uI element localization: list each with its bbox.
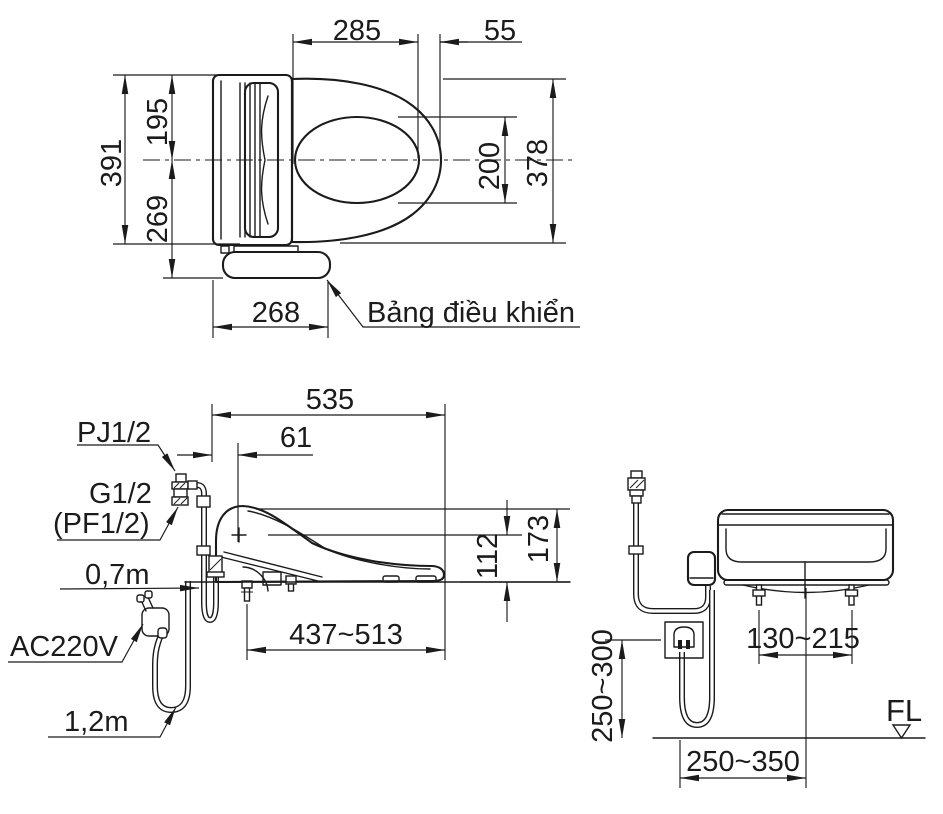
cord-length-label: 1,2m xyxy=(64,706,128,738)
rear-view: 250~300 130~215 250~350 FL xyxy=(587,470,926,788)
dim-250-350: 250~350 xyxy=(679,740,806,788)
rear-view-part xyxy=(627,470,926,788)
dim-378-text: 378 xyxy=(522,139,554,187)
dim-173: 173 xyxy=(256,508,570,583)
dim-535-text: 535 xyxy=(306,384,354,416)
dim-268-text: 268 xyxy=(252,297,300,329)
dim-535: 535 xyxy=(211,384,446,660)
floor-level-marker: FL xyxy=(886,693,922,740)
dim-250-300: 250~300 xyxy=(587,629,661,743)
dim-112-text: 112 xyxy=(472,533,504,579)
dim-61: 61 xyxy=(177,422,313,542)
dim-55-text: 55 xyxy=(484,15,516,47)
power-label: AC220V xyxy=(10,631,119,663)
side-view: 535 61 112 173 xyxy=(8,384,571,738)
rear-view-dimensions: 250~300 130~215 250~350 FL xyxy=(587,610,922,788)
hose-length-label: 0,7m xyxy=(85,559,149,591)
mounting-bolt-left xyxy=(752,584,766,606)
dim-130-215-text: 130~215 xyxy=(746,623,860,655)
dim-130-215: 130~215 xyxy=(746,610,860,664)
dim-378: 378 xyxy=(340,78,566,244)
dim-200-text: 200 xyxy=(474,142,506,190)
dim-195: 195 xyxy=(142,75,176,160)
dim-55: 55 xyxy=(439,15,522,150)
dim-269-text: 269 xyxy=(142,195,174,243)
drain-fitting xyxy=(285,575,297,592)
wall-outlet xyxy=(664,621,704,659)
dim-285-text: 285 xyxy=(333,15,381,47)
power-plug xyxy=(136,590,170,639)
floor-level-label: FL xyxy=(886,693,922,728)
g12-label: G1/2 xyxy=(89,478,152,510)
pf12-label: (PF1/2) xyxy=(53,508,150,540)
top-view: 285 55 391 195 xyxy=(96,15,580,338)
dim-437-513: 437~513 xyxy=(246,604,445,660)
dim-285: 285 xyxy=(292,15,419,164)
control-panel xyxy=(221,250,332,280)
mounting-bolt-right xyxy=(844,584,859,606)
power-callout: AC220V xyxy=(8,623,144,663)
rear-shutoff-valve xyxy=(627,470,646,504)
cord-length-callout: 1,2m xyxy=(48,706,177,738)
rear-water-hose xyxy=(633,503,711,614)
seat-opening xyxy=(293,115,421,205)
control-panel-label: Bảng điều khiển xyxy=(367,297,575,329)
dim-250-300-text: 250~300 xyxy=(587,629,619,743)
inlet-box xyxy=(686,550,717,587)
floor-level-icon xyxy=(891,724,912,740)
dim-250-350-text: 250~350 xyxy=(686,746,800,778)
dim-269: 269 xyxy=(142,160,223,279)
top-view-dimensions: 285 55 391 195 xyxy=(96,15,580,338)
pj12-callout: PJ1/2 xyxy=(77,417,176,472)
dim-200: 200 xyxy=(398,116,517,204)
lid-outline xyxy=(290,77,443,244)
dim-437-513-text: 437~513 xyxy=(289,619,403,651)
top-view-part xyxy=(143,73,572,280)
seat-profile xyxy=(214,504,446,584)
dim-61-text: 61 xyxy=(280,422,312,454)
g12-callout: G1/2 (PF1/2) xyxy=(53,478,179,541)
shutoff-valve xyxy=(171,473,198,506)
power-cord xyxy=(152,581,191,714)
dim-195-text: 195 xyxy=(142,98,174,146)
dim-391-text: 391 xyxy=(96,139,128,187)
side-view-dimensions: 535 61 112 173 xyxy=(8,384,570,738)
hose-length-callout: 0,7m xyxy=(59,559,200,592)
dim-173-text: 173 xyxy=(523,515,555,563)
side-view-part xyxy=(136,473,571,714)
dim-268: 268 xyxy=(212,280,329,338)
dim-112: 112 xyxy=(268,500,522,622)
fixing-bolt xyxy=(241,580,253,602)
control-panel-callout: Bảng điều khiển xyxy=(326,279,580,329)
dim-391: 391 xyxy=(96,74,240,245)
pj12-label: PJ1/2 xyxy=(77,417,151,449)
